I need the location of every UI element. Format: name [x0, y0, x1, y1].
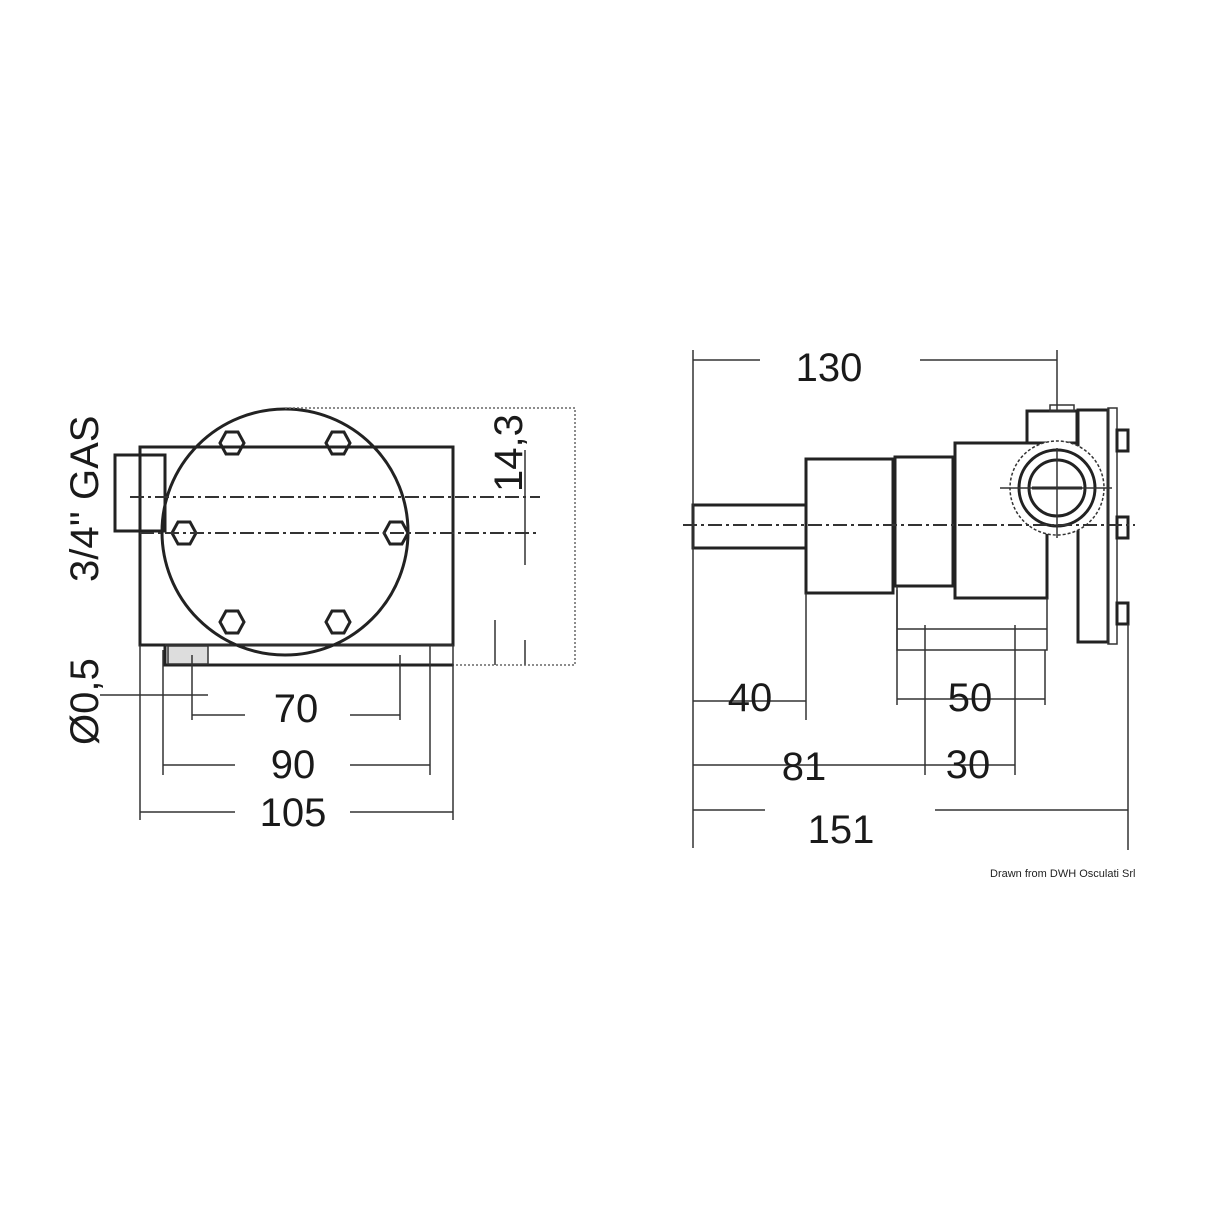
- dim-70: 70: [274, 687, 319, 731]
- hex-bolt-icon: [218, 609, 246, 635]
- hex-bolt-icon: [218, 430, 246, 456]
- dimension-lines: [140, 714, 453, 813]
- dim-port-thread: 3/4'' GAS: [63, 416, 107, 582]
- shaft: [691, 503, 808, 550]
- mounting-hole-section: [167, 645, 209, 665]
- dim-50: 50: [948, 676, 993, 720]
- dimension-lines: [693, 359, 1128, 811]
- drawing-credit: Drawn from DWH Osculati Srl: [990, 868, 1136, 880]
- dim-105: 105: [260, 791, 327, 835]
- dim-151: 151: [808, 808, 875, 852]
- dim-30: 30: [946, 743, 991, 787]
- dim-offset: 14,3: [487, 414, 531, 492]
- inlet-port: [113, 453, 167, 533]
- bearing-block: [893, 455, 955, 588]
- extension-lines: [100, 645, 454, 820]
- port-fitting-icon: [1000, 440, 1112, 538]
- dim-81: 81: [782, 745, 827, 789]
- hex-bolt-icon: [324, 430, 352, 456]
- extension-lines: [692, 350, 1129, 850]
- bolt-head-icon: [1115, 428, 1130, 453]
- outlet-tab: [1049, 404, 1075, 412]
- dim-90: 90: [271, 743, 316, 787]
- dim-diameter: Ø0,5: [63, 658, 107, 745]
- bolt-head-icon: [1115, 601, 1130, 626]
- bolt-head-icon: [1115, 515, 1130, 540]
- height-extension: [285, 407, 576, 666]
- hex-bolt-icon: [324, 609, 352, 635]
- mounting-foot: [896, 586, 1048, 651]
- outlet-port-block: [1025, 409, 1079, 445]
- dim-130: 130: [796, 346, 863, 390]
- base-plate: [163, 645, 453, 667]
- front-view: 70 90 105 3/4'' GAS Ø0,5 14,3: [63, 407, 576, 835]
- dim-40: 40: [728, 676, 773, 720]
- side-view: 130 40 50 81 30 151: [683, 346, 1135, 852]
